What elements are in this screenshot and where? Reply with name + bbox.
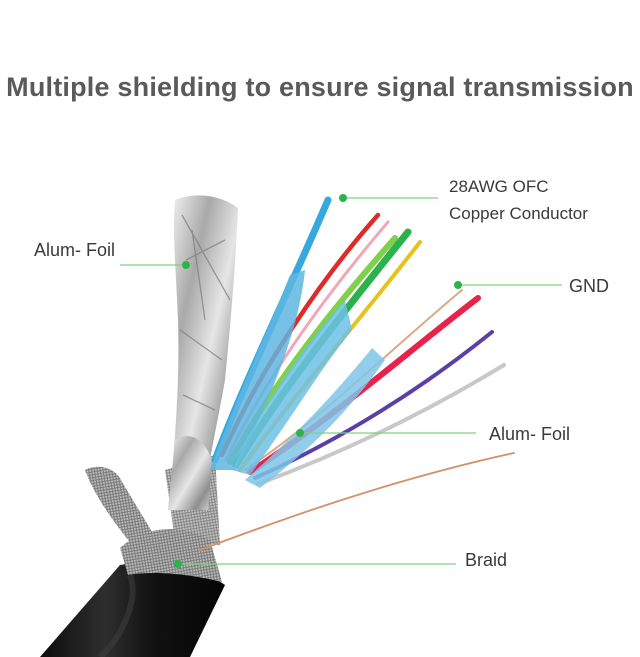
dot-inner-foil (296, 429, 304, 437)
cable-jacket (40, 563, 225, 657)
label-braid: Braid (465, 550, 508, 570)
callout-leaders (120, 197, 562, 565)
label-ground: GND (569, 276, 609, 296)
wire-drain-copper (199, 452, 515, 551)
dot-outer-foil (182, 261, 190, 269)
outer-foil (168, 195, 238, 510)
dot-braid (174, 560, 182, 568)
inner-foil (210, 270, 385, 488)
label-outer-foil: Alum- Foil (34, 240, 116, 260)
callout-dots (174, 194, 462, 568)
label-conductor-gauge: 28AWG OFC (449, 177, 549, 196)
dot-conductor (339, 194, 347, 202)
dot-gnd (454, 281, 462, 289)
headline: Multiple shielding to ensure signal tran… (6, 72, 634, 102)
label-conductor-material: Copper Conductor (449, 204, 588, 223)
label-inner-foil: Alum- Foil (489, 424, 571, 444)
wire-gray (256, 363, 506, 486)
